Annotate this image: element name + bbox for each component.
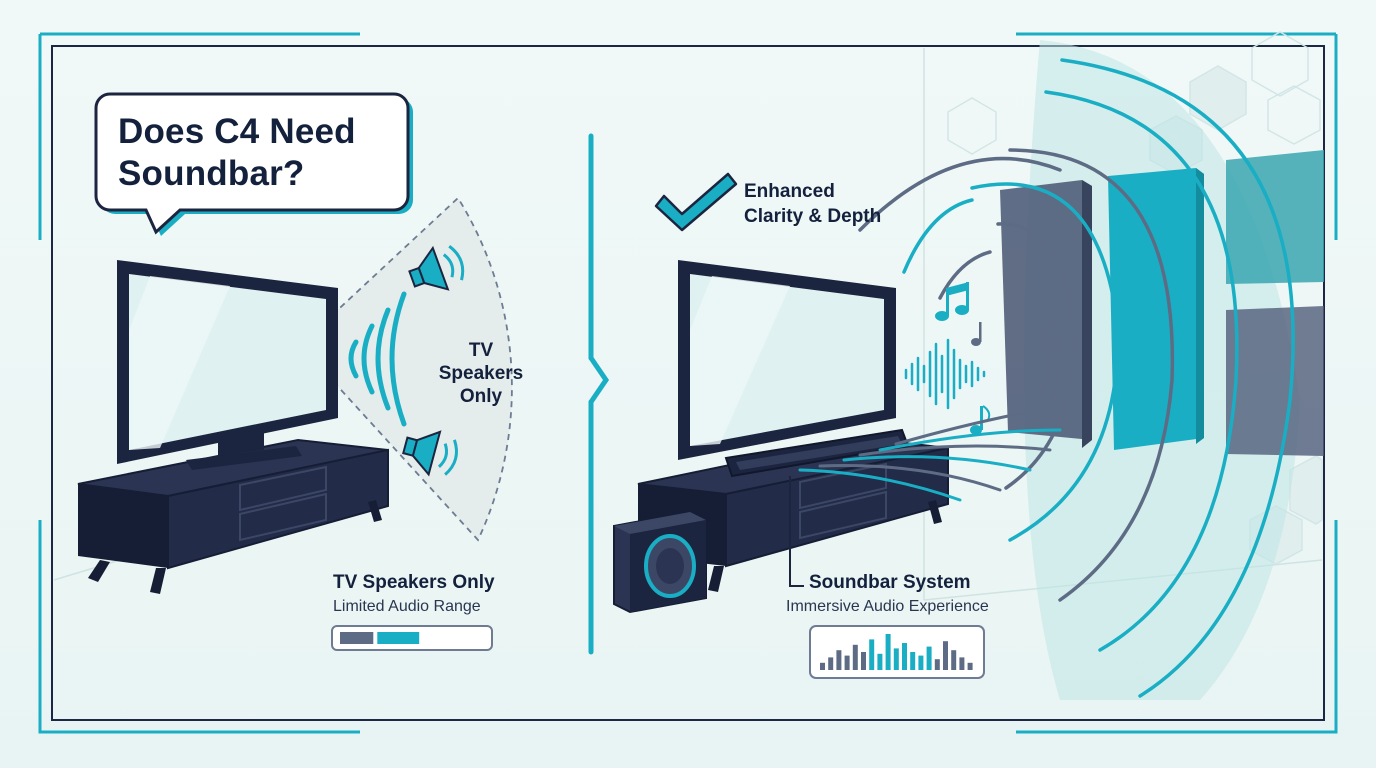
music-note-icon <box>970 405 991 435</box>
page-title: Does C4 Need Soundbar? <box>118 112 356 193</box>
soundbar-callout <box>789 476 804 587</box>
meter-fill-high <box>377 632 420 644</box>
equalizer-bar <box>959 657 965 670</box>
equalizer-bar <box>934 659 940 670</box>
equalizer-bar <box>893 648 899 670</box>
chevron-divider-icon <box>588 133 610 655</box>
speaker-icon <box>402 430 458 477</box>
speaker-cone-label: TV Speakers Only <box>438 340 524 407</box>
enhanced-badge-label: Enhanced Clarity & Depth <box>744 181 882 227</box>
equalizer-bar <box>877 653 883 670</box>
sound-arcs <box>858 58 1295 698</box>
equalizer-bars <box>820 634 973 670</box>
equalizer-bar <box>869 639 875 670</box>
title-speech-bubble <box>94 92 413 236</box>
equalizer-bar <box>852 644 858 670</box>
waveform <box>904 338 986 410</box>
left-caption-subtitle: Limited Audio Range <box>333 598 481 615</box>
equalizer-bar <box>943 641 948 670</box>
equalizer-bar <box>844 655 850 670</box>
equalizer-bar <box>926 646 932 670</box>
equalizer-bar <box>885 634 891 670</box>
music-note-icon <box>935 282 969 321</box>
soundbar-waves <box>798 406 1062 502</box>
equalizer-bar <box>967 662 973 670</box>
left-caption-title: TV Speakers Only <box>333 572 495 593</box>
speaker-icon <box>408 245 465 291</box>
checkmark-icon <box>654 172 738 232</box>
tv-left <box>117 260 338 470</box>
right-caption-title: Soundbar System <box>809 572 971 593</box>
audio-range-meter <box>331 625 493 651</box>
equalizer-bar <box>910 652 916 670</box>
equalizer-bar <box>861 652 866 670</box>
equalizer-bar <box>918 655 924 670</box>
subwoofer-icon <box>613 510 707 614</box>
equalizer-bar <box>828 657 834 670</box>
equalizer-bar <box>951 650 957 670</box>
speaker-cone <box>298 196 513 542</box>
equalizer <box>809 625 985 679</box>
equalizer-bar <box>820 662 825 670</box>
tv-right <box>678 260 896 460</box>
meter-fill-low <box>340 632 374 644</box>
music-note-icon <box>971 322 1048 346</box>
tv-stand-left <box>77 438 389 594</box>
tv-sound-waves <box>348 291 407 427</box>
equalizer-bar <box>902 643 907 670</box>
equalizer-bar <box>836 650 842 670</box>
right-caption-subtitle: Immersive Audio Experience <box>786 598 989 615</box>
